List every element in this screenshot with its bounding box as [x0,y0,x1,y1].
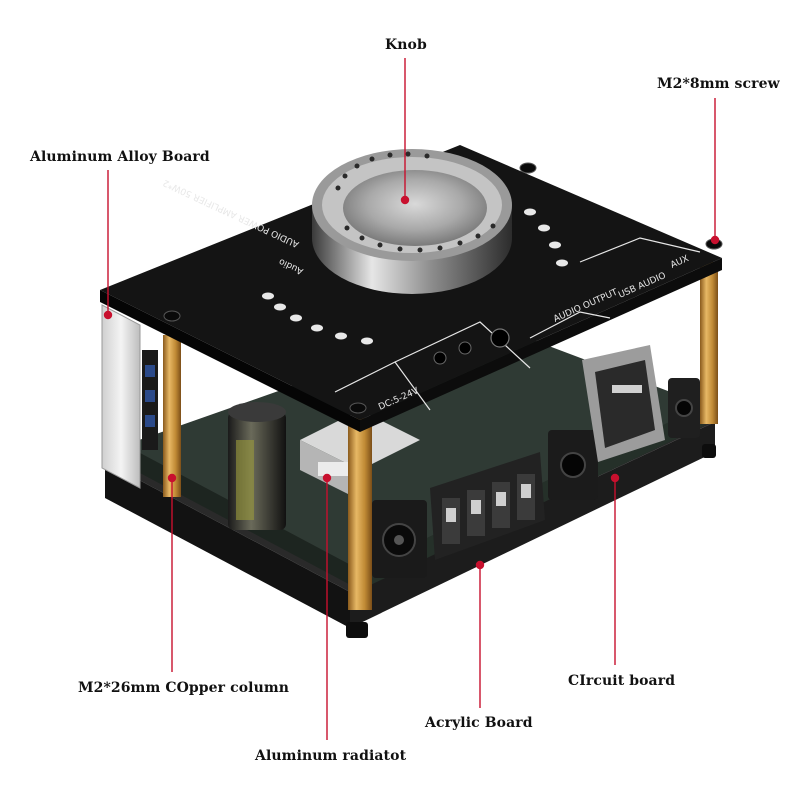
knob [312,149,512,294]
capacitor [228,402,286,530]
copper-column-front [348,418,372,610]
copper-column-left [163,335,181,497]
copper-column-right [700,262,718,424]
label-screw: M2*8mm screw [657,76,780,92]
aluminum-alloy-board [101,304,141,489]
terminal-block [430,452,545,560]
dc-jack [372,500,427,578]
label-knob: Knob [385,37,427,53]
label-copper-column: M2*26mm COpper column [78,680,290,696]
usb-port [582,345,665,462]
label-aluminum-alloy-board: Aluminum Alloy Board [30,149,210,165]
label-acrylic-board: Acrylic Board [425,715,533,731]
label-aluminum-radiator: Aluminum radiatot [255,748,407,764]
leader-lines [103,58,720,740]
label-circuit-board: CIrcuit board [568,673,676,689]
